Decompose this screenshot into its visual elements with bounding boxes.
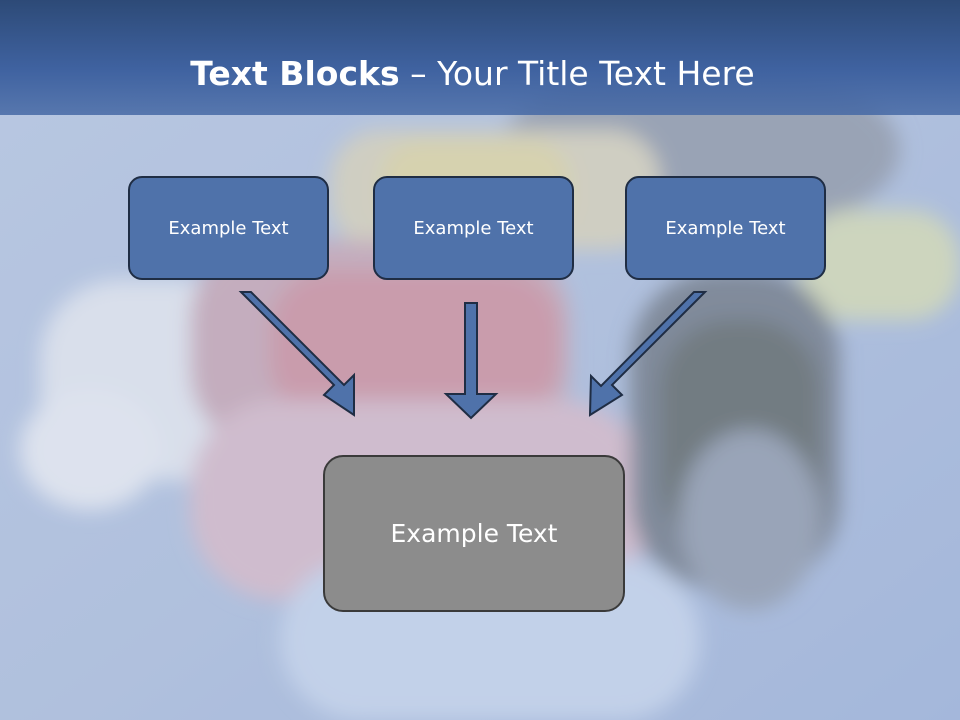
text-block-1-label: Example Text: [168, 217, 289, 239]
slide-title: Text Blocks – Your Title Text Here: [0, 54, 945, 93]
target-block[interactable]: Example Text: [323, 455, 625, 612]
title-rest: Your Title Text Here: [437, 54, 755, 93]
arrow-down: [443, 302, 499, 420]
text-block-2[interactable]: Example Text: [373, 176, 574, 280]
target-block-label: Example Text: [390, 519, 558, 548]
title-bar: [0, 0, 960, 115]
arrow-down-left: [588, 291, 708, 417]
text-block-3-label: Example Text: [665, 217, 786, 239]
title-bold: Text Blocks: [190, 54, 400, 93]
text-block-2-label: Example Text: [413, 217, 534, 239]
text-block-3[interactable]: Example Text: [625, 176, 826, 280]
arrow-down-right: [238, 291, 355, 417]
title-dash: –: [399, 54, 438, 93]
text-block-1[interactable]: Example Text: [128, 176, 329, 280]
